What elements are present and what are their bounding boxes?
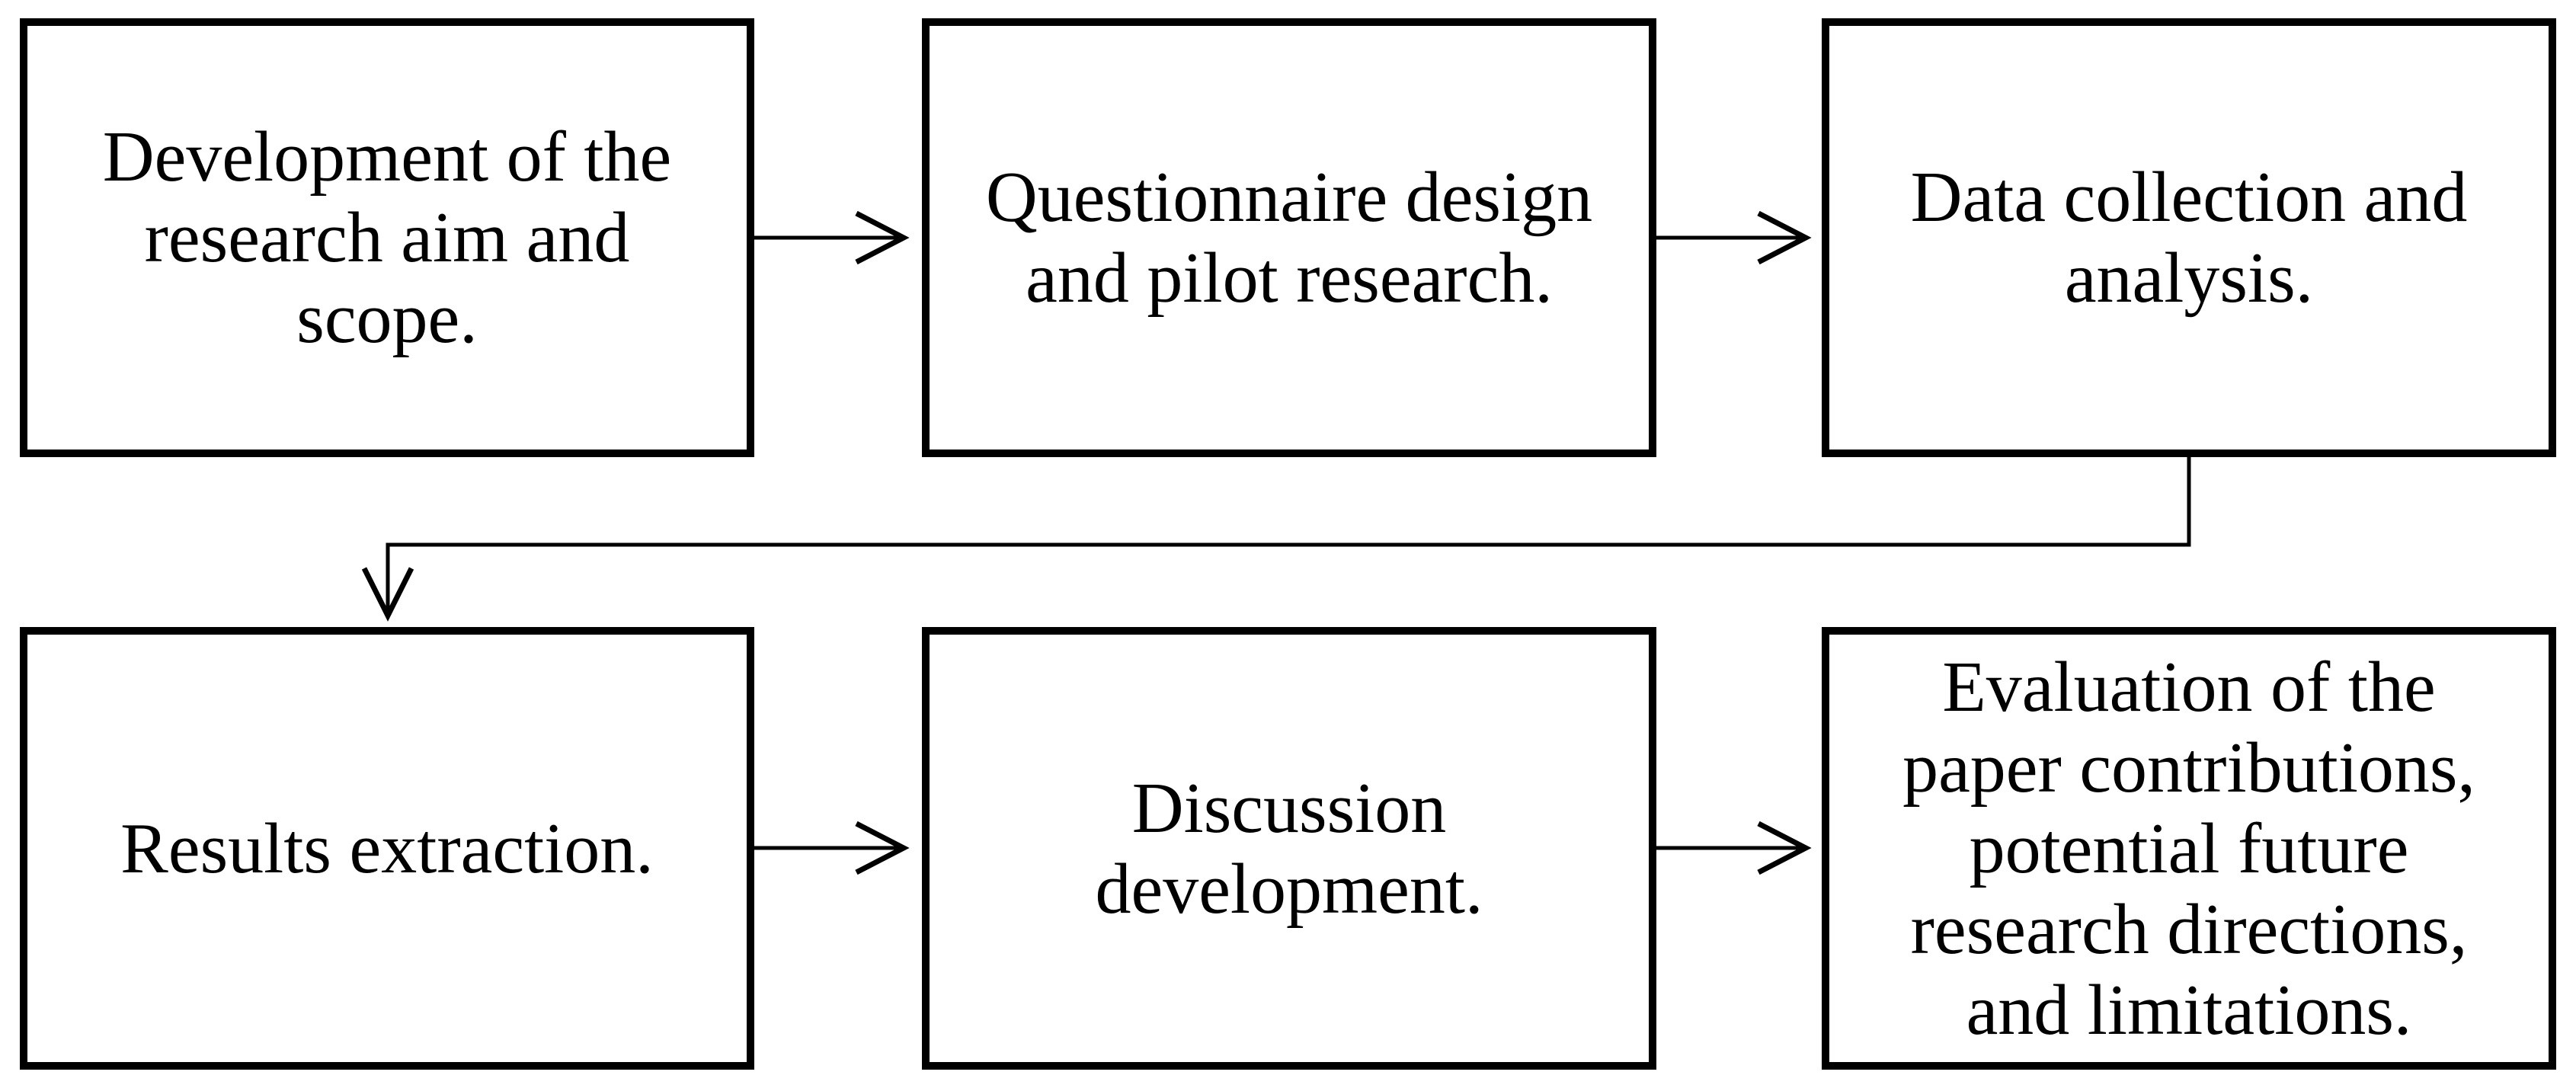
arrow-right-chevron-icon [855,210,910,265]
box-text-line: and limitations. [1966,970,2412,1050]
arrow-research-aim-to-questionnaire [754,210,910,265]
flow-box-evaluation: Evaluation of the paper contributions, p… [1822,627,2556,1070]
arrow-down-chevron-icon [361,567,414,622]
box-text-line: development. [1095,849,1483,929]
box-text-line: paper contributions, [1902,728,2475,808]
box-text-line: potential future [1969,808,2409,888]
box-text-line: Data collection and [1910,158,2468,237]
arrow-right-chevron-icon [1757,210,1812,265]
flow-box-results-extraction: Results extraction. [20,627,754,1070]
box-text-line: Development of the [102,117,672,197]
box-text-line: research aim and [144,198,630,277]
elbow-connector-path [386,457,2191,614]
box-text-line: research directions, [1910,889,2468,969]
arrow-right-chevron-icon [855,821,910,875]
elbow-connector-data-collection-to-results [361,457,2191,622]
box-text-line: and pilot research. [1026,238,1553,318]
box-text-line: Results extraction. [120,808,654,888]
flow-box-discussion-development: Discussion development. [922,627,1656,1070]
box-text-line: Questionnaire design [985,158,1593,237]
arrow-right-chevron-icon [1757,821,1812,875]
flow-box-data-collection: Data collection and analysis. [1822,18,2556,457]
arrow-discussion-to-evaluation [1656,821,1812,875]
box-text-line: analysis. [2064,238,2314,318]
arrow-results-to-discussion [754,821,910,875]
box-text-line: Evaluation of the [1942,647,2436,727]
box-text-line: Discussion [1131,768,1447,848]
flow-box-research-aim: Development of the research aim and scop… [20,18,754,457]
flow-box-questionnaire-design: Questionnaire design and pilot research. [922,18,1656,457]
arrow-questionnaire-to-data-collection [1656,210,1812,265]
box-text-line: scope. [296,279,478,358]
